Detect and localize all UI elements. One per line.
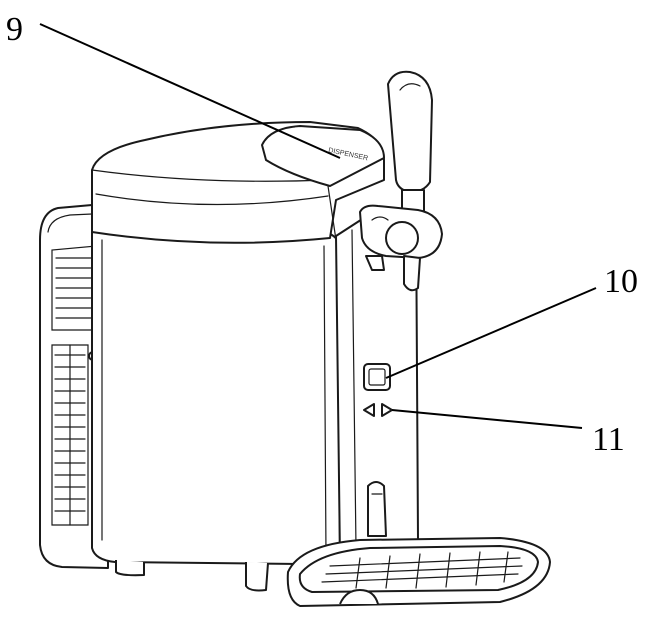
drip-tray bbox=[286, 537, 551, 607]
lower-vent-slots bbox=[54, 344, 86, 526]
tap-spout bbox=[403, 255, 421, 292]
upper-vent-grille bbox=[55, 257, 93, 319]
label-10: 10 bbox=[604, 263, 638, 300]
direction-arrows bbox=[363, 403, 393, 417]
tap-assembly bbox=[359, 70, 443, 292]
top-lid: DISPENSER bbox=[91, 121, 385, 244]
tap-handle bbox=[387, 70, 433, 193]
side-slot bbox=[367, 481, 387, 537]
drip-tray-grate bbox=[321, 551, 523, 589]
leader-line-9 bbox=[39, 23, 341, 159]
label-9: 9 bbox=[6, 11, 23, 48]
label-11: 11 bbox=[592, 421, 625, 458]
leader-line-11 bbox=[391, 409, 583, 429]
leader-line-10 bbox=[385, 287, 597, 379]
